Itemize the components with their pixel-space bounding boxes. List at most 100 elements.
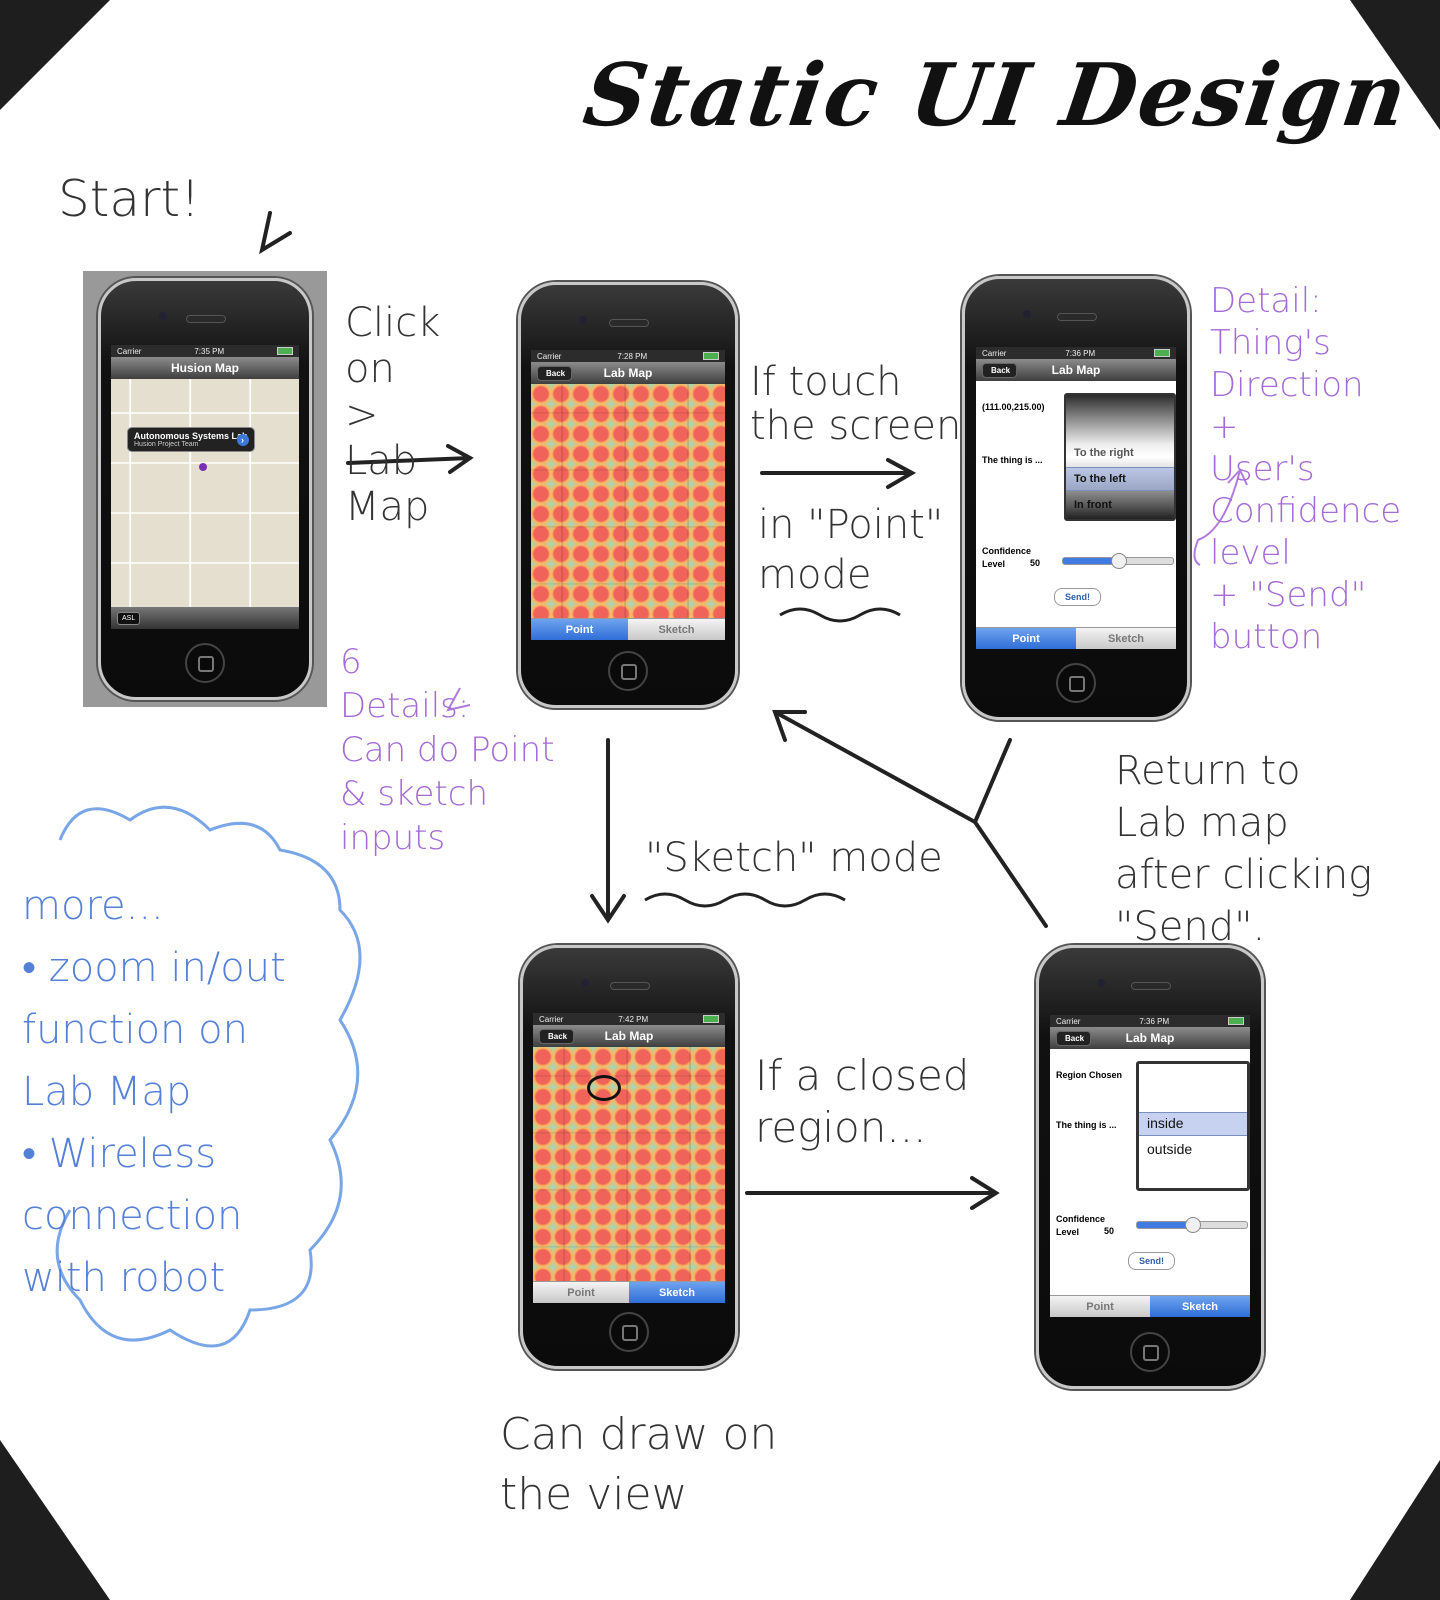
picker-option[interactable]: To the left	[1074, 473, 1126, 485]
time-label: 7:28 PM	[617, 351, 648, 361]
sketch-circle	[587, 1075, 621, 1101]
speaker	[609, 319, 649, 327]
status-bar: Carrier 7:28 PM	[531, 350, 725, 362]
battery-icon	[1228, 1017, 1244, 1025]
purple-arrow	[1193, 468, 1248, 566]
callout-title: Autonomous Systems Lab	[134, 431, 248, 441]
carrier-label: Carrier	[537, 351, 562, 361]
confidence-value: 50	[1104, 1226, 1115, 1236]
region-picker[interactable]: inside outside	[1136, 1061, 1250, 1191]
point-tab[interactable]: Point	[531, 618, 628, 640]
picker-option[interactable]: In front	[1074, 499, 1112, 511]
phone1-screen: Carrier 7:35 PM Husion Map Autonomous Sys…	[111, 345, 299, 629]
more-note: more... • zoom in/out function on Lab Ma…	[22, 883, 286, 1301]
arrow-return-branch	[973, 738, 1012, 824]
home-button[interactable]	[1130, 1332, 1170, 1372]
arrow-to-sketch	[590, 738, 626, 924]
navbar: Husion Map	[111, 357, 299, 379]
time-label: 7:36 PM	[1139, 1016, 1170, 1026]
sketch-tab[interactable]: Sketch	[1150, 1295, 1250, 1317]
heatmap-view[interactable]	[533, 1047, 725, 1281]
camera	[581, 979, 589, 987]
point-tab[interactable]: Point	[976, 627, 1076, 649]
confidence-slider[interactable]	[1136, 1217, 1248, 1233]
home-button[interactable]	[185, 643, 225, 683]
nav-title: Lab Map	[1125, 1031, 1175, 1045]
navbar: Back Lab Map	[976, 359, 1176, 381]
confidence-label: Confidence Level	[982, 546, 1032, 569]
picker-selection-bar	[1066, 467, 1174, 491]
map-pin-icon[interactable]	[199, 463, 207, 471]
nav-title: Lab Map	[603, 366, 653, 380]
phone-region-detail: Carrier 7:36 PM Back Lab Map Region Chosen…	[1036, 945, 1264, 1389]
back-button[interactable]: Back	[539, 1029, 575, 1044]
if-touch-note: If touch the screen	[750, 359, 962, 449]
back-button[interactable]: Back	[982, 363, 1018, 378]
slider-knob[interactable]	[1185, 1217, 1201, 1233]
sketch-underline	[644, 892, 846, 908]
home-button[interactable]	[609, 1312, 649, 1352]
picker-option[interactable]: outside	[1147, 1141, 1193, 1157]
detail-thing-note: Detail: Thing's Direction + User's Confi…	[1210, 281, 1402, 657]
details-can-note: 6 Details: Can do Point & sketch inputs	[340, 642, 555, 858]
phone5-screen: Carrier 7:36 PM Back Lab Map Region Chosen…	[1050, 1015, 1250, 1317]
status-bar: Carrier 7:36 PM	[976, 347, 1176, 359]
slider-knob[interactable]	[1111, 553, 1127, 569]
battery-icon	[703, 1015, 719, 1023]
send-button[interactable]: Send!	[1054, 588, 1102, 606]
time-label: 7:36 PM	[1065, 348, 1096, 358]
callout-subtitle: Husion Project Team	[134, 441, 199, 448]
direction-picker[interactable]: To the right To the left In front	[1064, 393, 1176, 521]
coords-label: (111.00,215.00)	[982, 402, 1045, 412]
disclosure-icon[interactable]: ›	[236, 434, 249, 446]
arrow-to-point-detail	[760, 458, 917, 489]
home-button[interactable]	[608, 651, 648, 691]
point-tab[interactable]: Point	[1050, 1295, 1150, 1317]
picker-option[interactable]: To the right	[1074, 447, 1134, 459]
home-button[interactable]	[1056, 663, 1096, 703]
send-button[interactable]: Send!	[1128, 1252, 1176, 1270]
sketch-tab[interactable]: Sketch	[628, 618, 725, 640]
sketch-tab[interactable]: Sketch	[1076, 627, 1176, 649]
confidence-value: 50	[1030, 558, 1041, 568]
carrier-label: Carrier	[117, 346, 142, 356]
point-underline	[779, 607, 901, 623]
camera	[159, 312, 167, 320]
confidence-slider[interactable]	[1062, 553, 1174, 569]
camera	[1097, 979, 1105, 987]
phone-husion-map: Carrier 7:35 PM Husion Map Autonomous Sys…	[98, 278, 312, 700]
picker-option[interactable]: inside	[1147, 1115, 1184, 1131]
battery-icon	[1154, 349, 1170, 357]
battery-icon	[703, 352, 719, 360]
asl-button[interactable]: ASL	[117, 612, 141, 625]
region-chosen-label: Region Chosen	[1056, 1070, 1123, 1080]
return-note: Return to Lab map after clicking "Send".	[1115, 748, 1373, 950]
carrier-label: Carrier	[1056, 1016, 1081, 1026]
navbar: Back Lab Map	[1050, 1027, 1250, 1049]
back-button[interactable]: Back	[537, 366, 573, 381]
map-toolbar: ASL	[111, 607, 299, 629]
sketch-tab[interactable]: Sketch	[629, 1281, 725, 1303]
point-tab[interactable]: Point	[533, 1281, 629, 1303]
battery-icon	[277, 347, 293, 355]
carrier-label: Carrier	[982, 348, 1007, 358]
speaker	[610, 982, 650, 990]
arrow-to-labmap	[346, 444, 474, 474]
navbar: Back Lab Map	[531, 362, 725, 384]
heatmap-view[interactable]	[531, 384, 725, 618]
camera	[1023, 310, 1031, 318]
arrow-to-region-detail	[745, 1176, 1000, 1210]
speaker	[1057, 313, 1097, 321]
speaker	[1131, 982, 1171, 990]
nav-title: Lab Map	[1051, 363, 1101, 377]
sketch-mode-note: "Sketch" mode	[645, 835, 943, 881]
time-label: 7:35 PM	[194, 346, 225, 356]
back-button[interactable]: Back	[1056, 1031, 1092, 1046]
